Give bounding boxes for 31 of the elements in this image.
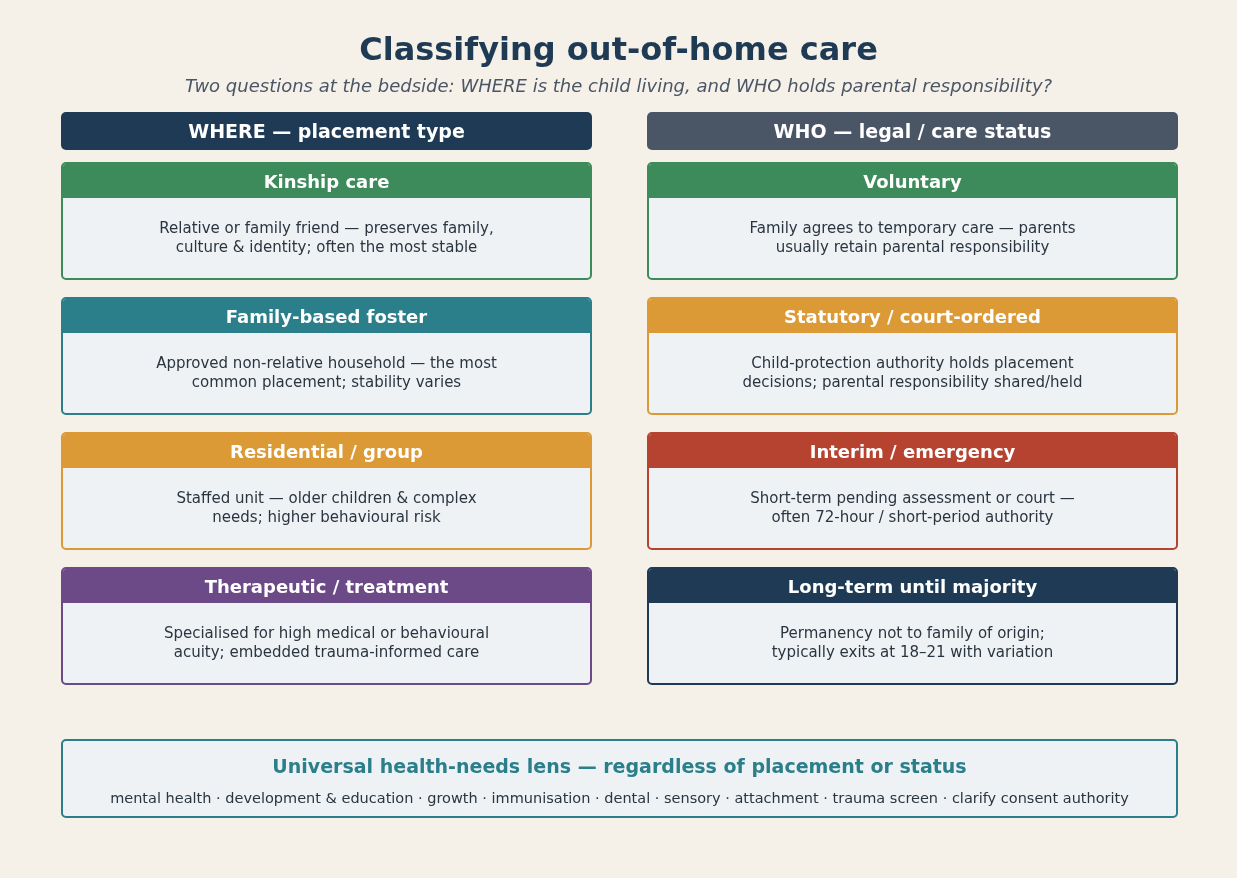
column-header: WHO — legal / care status [647,112,1178,150]
card-description: Relative or family friend — preserves family, culture & identity; often the most stable [158,219,495,257]
category-card [61,162,592,280]
card-description: Permanency not to family of origin; typically exits at 18–21 with variation [770,624,1055,662]
category-card [647,567,1178,685]
diagram-title: Classifying out-of-home care [359,30,878,68]
card-header: Long-term until majority [649,569,1176,603]
card-header: Residential / group [63,434,590,468]
card-header: Interim / emergency [649,434,1176,468]
card-header: Kinship care [63,164,590,198]
category-card [647,162,1178,280]
card-header: Therapeutic / treatment [63,569,590,603]
panel-heading: Universal health-needs lens — regardless of placement or status [272,755,967,777]
card-description: Family agrees to temporary care — parents usually retain parental responsibility [748,219,1077,257]
card-header: Statutory / court-ordered [649,299,1176,333]
category-card [647,432,1178,550]
diagram-subtitle: Two questions at the bedside: WHERE is the child living, and WHO holds parental responsibility? [184,75,1053,96]
card-description: Short-term pending assessment or court — often 72-hour / short-period authority [749,489,1076,527]
panel-text: mental health · development & education · growth · immunisation · dental · sensory · attachment · trauma screen · clarify consent authority [110,790,1129,806]
category-card [647,297,1178,415]
card-header: Voluntary [649,164,1176,198]
column-header: WHERE — placement type [61,112,592,150]
info-panel [61,739,1178,818]
category-card [61,567,592,685]
card-description: Approved non-relative household — the most common placement; stability varies [155,354,498,392]
card-description: Child-protection authority holds placement decisions; parental responsibility shared/held [741,354,1084,392]
card-header: Family-based foster [63,299,590,333]
card-description: Staffed unit — older children & complex needs; higher behavioural risk [175,489,478,527]
card-description: Specialised for high medical or behavioural acuity; embedded trauma-informed care [162,624,491,662]
category-card [61,432,592,550]
category-card [61,297,592,415]
